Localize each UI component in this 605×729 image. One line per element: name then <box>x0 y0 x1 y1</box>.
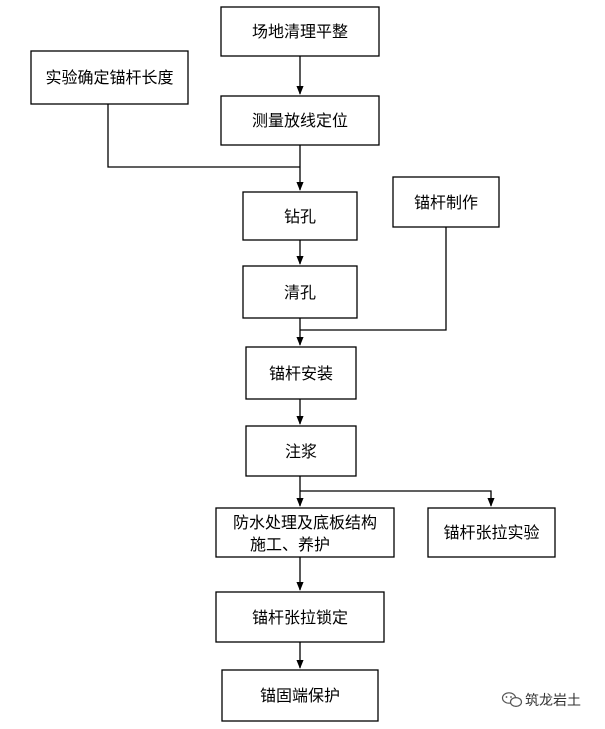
node-waterproofing-label-line2: 施工、养护 <box>250 535 330 554</box>
node-drilling-label: 钻孔 <box>284 207 316 226</box>
node-site-leveling: 场地清理平整 <box>220 6 380 57</box>
watermark: 筑龙岩土 <box>501 692 581 709</box>
node-tension-lock: 锚杆张拉锁定 <box>215 591 385 643</box>
watermark-text: 筑龙岩土 <box>525 693 581 709</box>
node-site-leveling-label: 场地清理平整 <box>252 22 348 41</box>
node-tension-lock-label: 锚杆张拉锁定 <box>252 608 348 627</box>
edge-fabrication-to-install <box>300 227 447 331</box>
edge-length-test-to-drilling <box>107 104 300 168</box>
node-hole-cleaning-label: 清孔 <box>284 283 316 302</box>
edge-grouting-to-tension-test <box>300 490 495 507</box>
node-tension-test-label: 锚杆张拉实验 <box>443 523 539 542</box>
node-tension-test: 锚杆张拉实验 <box>427 507 556 558</box>
node-grouting: 注浆 <box>245 425 357 477</box>
node-drilling: 钻孔 <box>242 191 358 241</box>
node-hole-cleaning: 清孔 <box>242 265 358 319</box>
node-anchor-length-test: 实验确定锚杆长度 <box>30 50 189 105</box>
node-waterproofing: 防水处理及底板结构 施工、养护 <box>215 507 395 558</box>
node-grouting-label: 注浆 <box>285 442 317 461</box>
node-waterproofing-label-line1: 防水处理及底板结构 <box>233 513 377 532</box>
node-anchor-install: 锚杆安装 <box>245 346 357 400</box>
node-anchor-fabrication-label: 锚杆制作 <box>414 193 478 212</box>
node-anchor-fabrication: 锚杆制作 <box>392 176 500 228</box>
node-anchor-install-label: 锚杆安装 <box>269 364 333 383</box>
node-survey-layout: 测量放线定位 <box>220 95 380 146</box>
node-anchor-protection-label: 锚固端保护 <box>260 686 340 705</box>
node-survey-layout-label: 测量放线定位 <box>252 111 348 130</box>
node-anchor-length-test-label: 实验确定锚杆长度 <box>45 68 173 87</box>
node-anchor-protection: 锚固端保护 <box>221 669 379 722</box>
wechat-icon <box>501 692 523 708</box>
connectors <box>107 56 495 669</box>
